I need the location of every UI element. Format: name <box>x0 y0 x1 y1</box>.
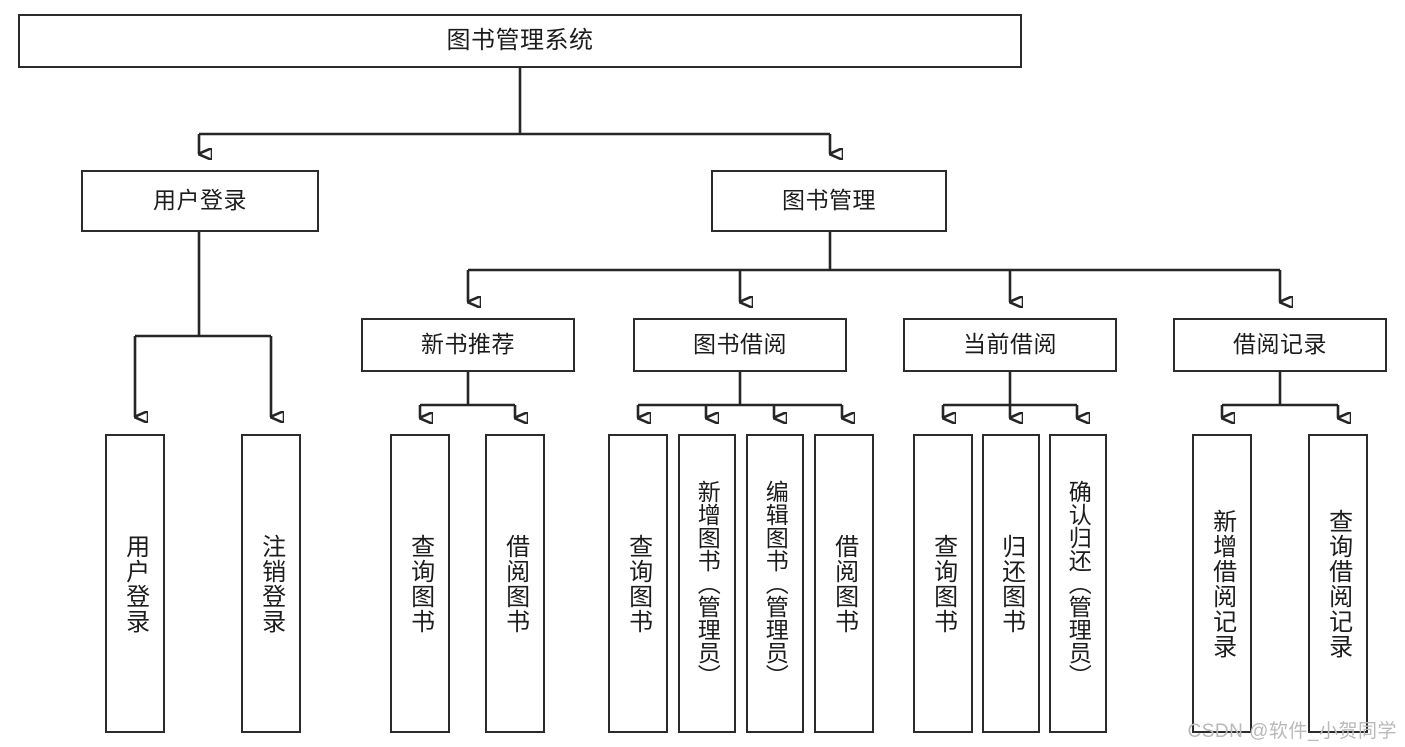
leaf-add-book-admin[interactable]: 新增图书（管理员） <box>678 434 736 733</box>
node-label: 图书借阅 <box>693 331 787 358</box>
edge-currentborrow-to-leaves <box>941 372 1077 418</box>
leaf-edit-book-admin[interactable]: 编辑图书（管理员） <box>746 434 804 733</box>
node-user-login[interactable]: 用户登录 <box>81 170 319 232</box>
node-label: 借阅图书 <box>501 533 529 634</box>
edge-borrowrecord-to-leaves <box>1220 372 1338 418</box>
node-current-borrow[interactable]: 当前借阅 <box>903 318 1117 372</box>
node-label: 查询图书 <box>406 533 434 634</box>
leaf-borrow-book-recommend[interactable]: 借阅图书 <box>485 434 545 733</box>
node-book-management[interactable]: 图书管理 <box>711 170 947 232</box>
node-label: 注销登录 <box>257 533 285 634</box>
node-label: 确认归还（管理员） <box>1065 480 1092 687</box>
node-label: 新增图书（管理员） <box>694 480 721 687</box>
leaf-return-book[interactable]: 归还图书 <box>982 434 1040 733</box>
node-root-book-management-system[interactable]: 图书管理系统 <box>18 14 1022 68</box>
node-new-book-recommend[interactable]: 新书推荐 <box>361 318 575 372</box>
leaf-confirm-return-admin[interactable]: 确认归还（管理员） <box>1049 434 1107 733</box>
leaf-query-book-current[interactable]: 查询图书 <box>913 434 973 733</box>
node-label: 新增借阅记录 <box>1208 508 1236 659</box>
leaf-query-borrow-record[interactable]: 查询借阅记录 <box>1308 434 1368 733</box>
leaf-borrow-book-borrow[interactable]: 借阅图书 <box>814 434 874 733</box>
node-label: 借阅记录 <box>1233 331 1327 358</box>
node-label: 图书管理 <box>782 187 876 214</box>
leaf-user-logout[interactable]: 注销登录 <box>241 434 301 733</box>
leaf-query-book-borrow[interactable]: 查询图书 <box>608 434 668 733</box>
node-label: 图书管理系统 <box>446 26 594 54</box>
node-book-borrow[interactable]: 图书借阅 <box>633 318 847 372</box>
edge-userlogin-to-leaves <box>133 232 271 417</box>
node-label: 查询图书 <box>624 533 652 634</box>
leaf-query-book-recommend[interactable]: 查询图书 <box>390 434 450 733</box>
node-label: 归还图书 <box>997 533 1025 634</box>
node-label: 当前借阅 <box>963 331 1057 358</box>
edge-bookmanage-to-level3 <box>466 232 1280 302</box>
leaf-add-borrow-record[interactable]: 新增借阅记录 <box>1192 434 1252 733</box>
node-label: 新书推荐 <box>421 331 515 358</box>
node-label: 借阅图书 <box>830 533 858 634</box>
node-label: 查询图书 <box>929 533 957 634</box>
csdn-watermark: CSDN @软件_小贺同学 <box>1187 721 1397 742</box>
node-borrow-record[interactable]: 借阅记录 <box>1173 318 1387 372</box>
node-label: 编辑图书（管理员） <box>762 480 789 687</box>
node-label: 用户登录 <box>153 187 247 214</box>
node-label: 用户登录 <box>121 533 149 634</box>
edge-newbook-to-leaves <box>418 372 515 418</box>
edge-root-to-level2 <box>197 68 830 154</box>
edge-bookborrow-to-leaves <box>636 372 842 418</box>
leaf-user-login[interactable]: 用户登录 <box>105 434 165 733</box>
node-label: 查询借阅记录 <box>1324 508 1352 659</box>
